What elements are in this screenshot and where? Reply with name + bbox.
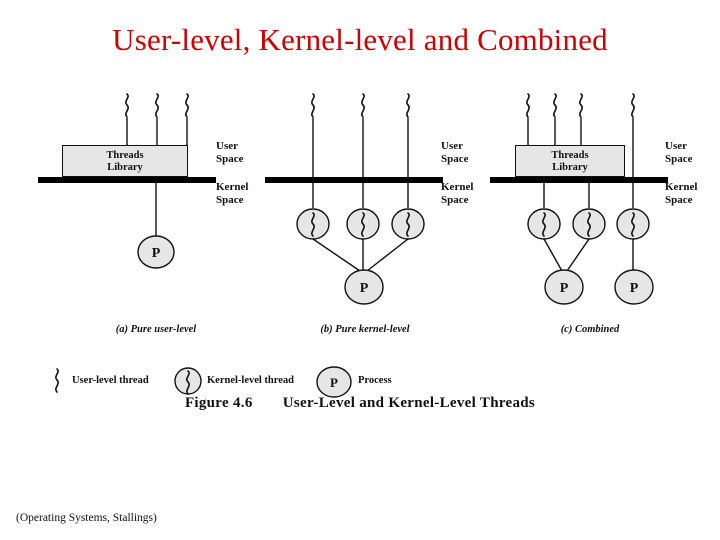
panel-b-caption: (b) Pure kernel-level — [320, 324, 410, 335]
page-title: User-level, Kernel-level and Combined — [112, 22, 608, 57]
panel-c-user-thread-3 — [579, 93, 583, 118]
panel-a-user-thread-3 — [185, 93, 189, 118]
panel-c-kernel-thread-2 — [572, 208, 606, 240]
panel-b-user-thread-3 — [406, 93, 410, 118]
source-note: (Operating Systems, Stallings) — [16, 512, 157, 524]
panel-c-kernel-thread-3 — [616, 208, 650, 240]
figure-diagram: P P — [0, 72, 720, 497]
panel-c-user-thread-2 — [553, 93, 557, 118]
panel-b-kernel-bar — [265, 177, 443, 183]
panel-a-user-thread-1 — [125, 93, 129, 118]
panel-c-user-thread-4 — [631, 93, 635, 118]
panel-b-kernel-thread-1 — [296, 208, 330, 240]
svg-text:P: P — [630, 281, 639, 296]
svg-text:P: P — [360, 281, 369, 296]
panel-b-user-thread-1 — [311, 93, 315, 118]
panel-a-kernel-bar — [38, 177, 216, 183]
panel-a-caption: (a) Pure user-level — [115, 324, 197, 335]
panel-c-caption: (c) Combined — [560, 324, 620, 335]
figure-caption: Figure 4.6 User-Level and Kernel-Level T… — [0, 395, 720, 412]
svg-text:P: P — [330, 375, 338, 390]
panel-c-user-thread-1 — [526, 93, 530, 118]
panel-c-kernel-thread-1 — [527, 208, 561, 240]
panel-b-user-thread-2 — [361, 93, 365, 118]
panel-b-kernel-thread-3 — [391, 208, 425, 240]
figure-caption-number: Figure 4.6 — [184, 395, 253, 411]
svg-text:P: P — [560, 281, 569, 296]
panel-b-kernel-thread-2 — [346, 208, 380, 240]
legend-user-thread-label: User-level thread — [72, 375, 149, 386]
svg-text:P: P — [152, 246, 161, 261]
figure-caption-text: User-Level and Kernel-Level Threads — [282, 395, 536, 411]
legend-process-label: Process — [358, 375, 392, 386]
legend-user-thread-icon — [55, 368, 59, 393]
legend-kernel-thread-label: Kernel-level thread — [207, 375, 294, 386]
diagram-svg: P P — [55, 93, 654, 398]
panel-a-user-thread-2 — [155, 93, 159, 118]
panel-c-kernel-bar — [490, 177, 668, 183]
legend-process-icon: P — [316, 366, 352, 398]
legend-kernel-thread-icon — [174, 367, 202, 395]
